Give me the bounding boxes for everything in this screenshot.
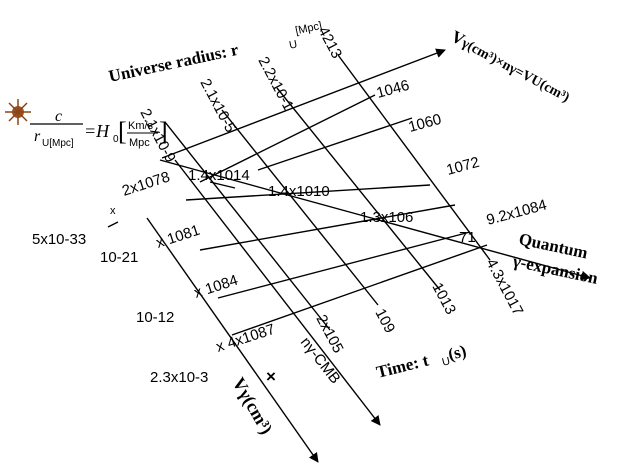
radius-tick-0: 2.1x10-9 [136, 106, 178, 166]
svg-text:[Mpc]: [Mpc] [294, 20, 323, 37]
hubble-formula: c r U[Mpc] =H 0 [ Km/s Mpc ] [30, 108, 168, 149]
volume-value-0: 1046 [375, 77, 412, 102]
formula-denominator: r [34, 128, 41, 145]
svg-text:Time: t: Time: t [374, 351, 430, 382]
photon-volume-0: 5x10-33 [32, 231, 86, 248]
formula-unit-bottom: Mpc [129, 137, 150, 149]
volume-value-2: 1072 [445, 154, 482, 179]
photon-number-1: x 1081 [154, 222, 202, 252]
volume-axis-arrow [161, 48, 446, 159]
diagram-lines [107, 48, 591, 463]
photon-volume-1: 10-21 [100, 249, 138, 266]
ratio-value-3: 71 [459, 229, 476, 246]
ncmb-axis-arrow [174, 159, 381, 426]
photon-number-0: 2x1078 [120, 168, 172, 199]
ratio-value-1: 1.4x1010 [268, 183, 330, 200]
photon-volume-3: 2.3x10-3 [150, 369, 208, 386]
radius-tick-2: 2.2x10-1 [254, 54, 296, 114]
formula-numerator: c [55, 108, 62, 125]
photon-volume-2: 10-12 [136, 309, 174, 326]
ratio-value-0: 1.4x1014 [188, 167, 250, 184]
radius-tick-1: 2.1x10-5 [196, 76, 238, 136]
ratio-value-2: 1.3x106 [360, 209, 413, 226]
svg-text:Universe radius: r: Universe radius: r [107, 40, 241, 86]
formula-denominator-sub: U[Mpc] [42, 138, 74, 149]
volume-relation-label: Vγ(cm³)×nγ=VU(cm³) [448, 27, 574, 106]
small-x-0: x [110, 205, 116, 217]
vgamma-axis-arrow [146, 217, 319, 463]
time-label: Time: t U (s) [374, 341, 468, 382]
svg-text:U: U [441, 355, 452, 369]
svg-text:(s): (s) [446, 341, 468, 364]
volume-value-1: 1060 [407, 111, 444, 136]
formula-unit-top: Km/s [128, 120, 154, 132]
svg-text:U: U [288, 38, 298, 51]
formula-equals-h0: =H [84, 121, 110, 141]
time-tick-2: 1013 [428, 280, 459, 317]
sun-icon [5, 99, 31, 125]
volume-value-3: 9.2x1084 [485, 196, 549, 228]
formula-bracket-open: [ [118, 117, 127, 146]
photon-number-2: x 1084 [192, 272, 240, 302]
times-sign: × [266, 367, 276, 386]
radius-tick-3: 4213 [314, 24, 345, 61]
time-tick-1: 109 [371, 306, 398, 336]
formula-h0-sub: 0 [113, 134, 119, 145]
formula-bracket-close: ] [159, 117, 168, 146]
universe-radius-label: Universe radius: r U [Mpc] [107, 20, 323, 86]
